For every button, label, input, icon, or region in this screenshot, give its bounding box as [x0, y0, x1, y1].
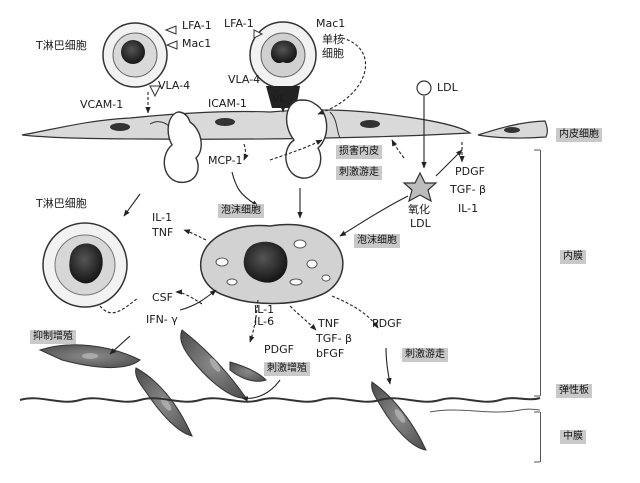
foam-cell-vacuole [289, 278, 303, 286]
foam-cell-vacuole [293, 239, 307, 249]
receptor-mac1-left [165, 40, 178, 50]
receptor-vla4-left [149, 85, 161, 98]
endothelium-junction [329, 111, 341, 139]
label-vcam1: VCAM-1 [80, 98, 124, 111]
label-pdgf-mid: PDGF [264, 343, 294, 356]
oxidized-ldl-star [402, 171, 438, 203]
label-bfgf: bFGF [316, 347, 345, 360]
endothelium-nucleus [110, 123, 130, 131]
label-il1-low: IL-1 [254, 303, 275, 316]
label-tnf-mid: TNF [152, 226, 174, 239]
label-vla4-right: VLA-4 [228, 73, 261, 86]
label-monocyte-1: 单核 [322, 33, 344, 46]
label-elastic-lamina: 弹性板 [556, 384, 592, 398]
label-damage-endothelium: 损害内皮 [336, 145, 382, 159]
smooth-muscle-nucleus [160, 397, 172, 411]
foam-cell-nucleus [243, 241, 288, 283]
foam-cell-vacuole [226, 278, 238, 286]
label-oxidized-2: LDL [410, 217, 431, 230]
receptor-lfa1-right [253, 29, 264, 39]
label-mcp1: MCP-1 [208, 154, 243, 167]
endothelium-nucleus [215, 118, 235, 126]
label-endothelium: 内皮细胞 [556, 128, 602, 142]
label-il1-mid: IL-1 [152, 211, 173, 224]
intima-bracket [540, 150, 541, 396]
migrating-cell-left [163, 111, 202, 184]
smooth-muscle-cell [229, 361, 267, 382]
label-foam-cell-2: 泡沫细胞 [354, 234, 400, 248]
label-vla4-left: VLA-4 [158, 79, 191, 92]
label-t-lymphocyte-mid: T淋巴细胞 [36, 197, 87, 210]
label-mac1-left: Mac1 [182, 37, 212, 50]
ldl-particle [416, 80, 432, 96]
media-bracket [540, 412, 541, 462]
label-stimulate-migration-1: 刺激游走 [336, 166, 382, 180]
label-vl: VL [272, 92, 286, 105]
label-pdgf-top: PDGF [455, 165, 485, 178]
label-tgfb-top: TGF- β [450, 183, 487, 196]
migrating-cell-right [285, 99, 328, 179]
media-band [429, 408, 541, 413]
label-stimulate-proliferation: 刺激增殖 [264, 362, 310, 376]
label-il1-top: IL-1 [458, 202, 479, 215]
smooth-muscle-nucleus [209, 358, 221, 372]
label-t-lymphocyte-top: T淋巴细胞 [36, 39, 87, 52]
label-monocyte-2: 细胞 [322, 47, 344, 60]
label-ldl: LDL [437, 81, 458, 94]
label-lfa1-right: LFA-1 [224, 17, 254, 30]
label-stimulate-migration-2: 刺激游走 [402, 348, 448, 362]
smooth-muscle-nucleus [394, 409, 406, 423]
label-icam1: ICAM-1 [208, 97, 247, 110]
receptor-lfa1-left [164, 25, 177, 35]
label-tgfb-low: TGF- β [316, 332, 353, 345]
elastic-lamina [19, 397, 541, 403]
endothelium-nucleus [360, 120, 380, 128]
label-lfa1-left: LFA-1 [182, 19, 212, 32]
foam-cell-vacuole [321, 274, 331, 282]
t-lymphocyte-top-nucleus [121, 40, 145, 64]
label-foam-cell-1: 泡沫细胞 [218, 204, 264, 218]
label-mac1-right: Mac1 [316, 17, 346, 30]
label-il6: IL-6 [254, 315, 275, 328]
label-inhibit-proliferation: 抑制增殖 [30, 330, 76, 344]
label-media: 中膜 [560, 430, 586, 444]
monocyte-nucleus [270, 40, 297, 64]
label-oxidized-1: 氧化 [408, 203, 430, 216]
label-ifn: IFN- γ [146, 313, 178, 326]
label-pdgf-low: PDGF [372, 317, 402, 330]
endothelium-layer [21, 109, 472, 140]
label-csf: CSF [152, 291, 173, 304]
endothelium-nucleus [504, 127, 520, 133]
label-intima: 内膜 [560, 250, 586, 264]
smooth-muscle-nucleus [82, 353, 98, 359]
label-tnf-low: TNF [318, 317, 340, 330]
foam-cell-vacuole [306, 259, 318, 269]
t-lymphocyte-mid-nucleus [69, 243, 103, 284]
foam-cell-vacuole [215, 257, 229, 267]
